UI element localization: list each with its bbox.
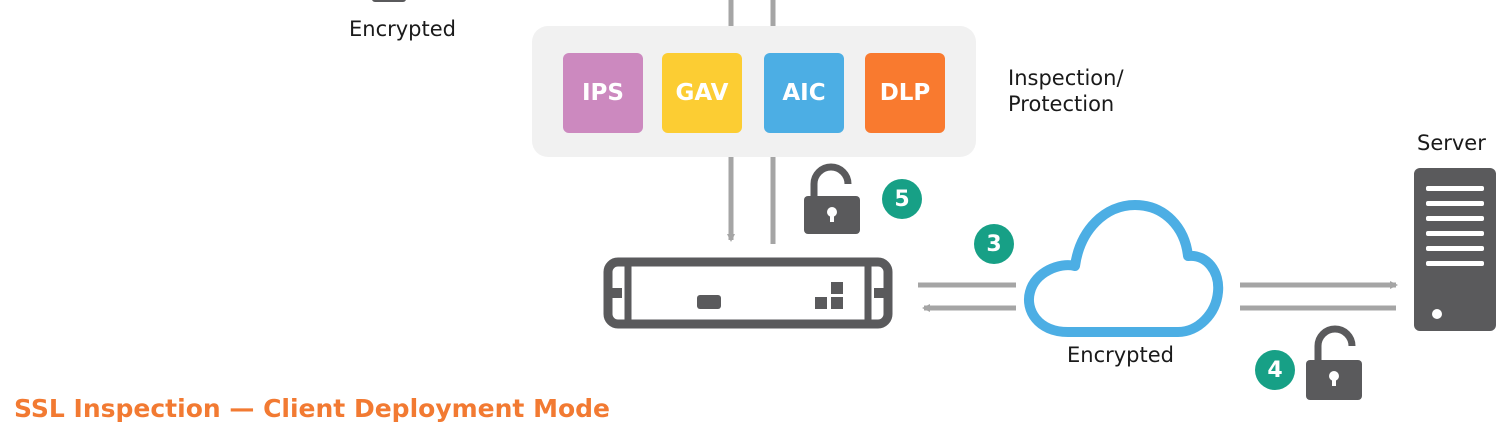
step-badge-4: 4 xyxy=(1255,350,1295,390)
lock-icon-step-5 xyxy=(804,163,860,234)
cloud-icon xyxy=(1024,200,1224,337)
lock-icon-step-4 xyxy=(1306,325,1362,400)
encrypted-label-top: Encrypted xyxy=(349,17,456,41)
top-device-partial-icon xyxy=(372,0,406,2)
server-icon xyxy=(1414,168,1496,331)
step-badge-5: 5 xyxy=(882,179,922,219)
module-dlp: DLP xyxy=(865,53,945,133)
step-badge-3: 3 xyxy=(974,224,1014,264)
server-label: Server xyxy=(1417,131,1486,155)
module-aic: AIC xyxy=(764,53,844,133)
diagram-title: SSL Inspection — Client Deployment Mode xyxy=(14,394,610,423)
firewall-appliance-icon xyxy=(603,257,893,329)
protection-label: Protection xyxy=(1008,92,1115,116)
encrypted-label-cloud: Encrypted xyxy=(1067,343,1174,367)
inspection-label: Inspection/ xyxy=(1008,66,1124,90)
module-ips: IPS xyxy=(563,53,643,133)
module-gav: GAV xyxy=(662,53,742,133)
